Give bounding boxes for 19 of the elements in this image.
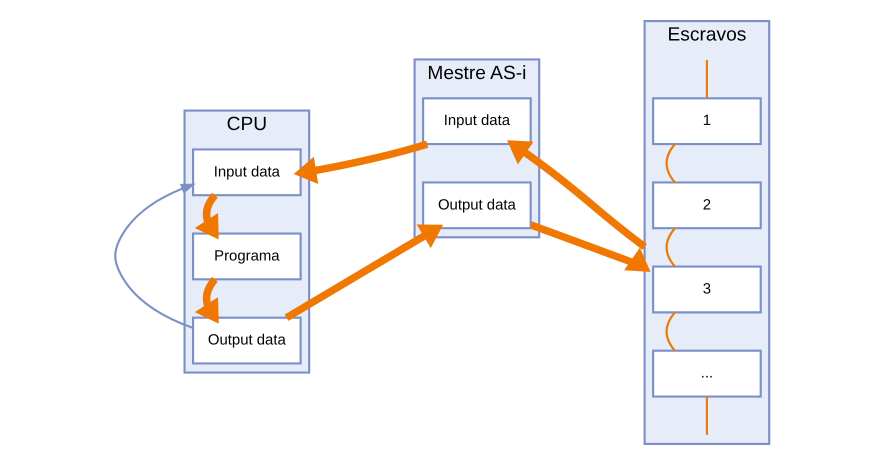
connector [706,60,708,98]
node-box: Output data [422,181,532,230]
arrow [284,224,444,321]
connector [666,228,676,268]
arrow [530,221,650,272]
arrow [507,140,647,250]
node-box: ... [652,350,762,398]
node-box: 1 [652,97,762,146]
connector [666,312,676,352]
node-box: Input data [192,148,302,196]
node-box: 3 [652,266,762,314]
node-box: 2 [652,181,762,230]
node-box: Input data [422,97,532,146]
connector [706,396,708,435]
arrow [294,140,428,184]
arrow [114,184,196,329]
node-box: Output data [192,316,302,365]
node-box: Programa [192,232,302,280]
connector [666,143,676,183]
